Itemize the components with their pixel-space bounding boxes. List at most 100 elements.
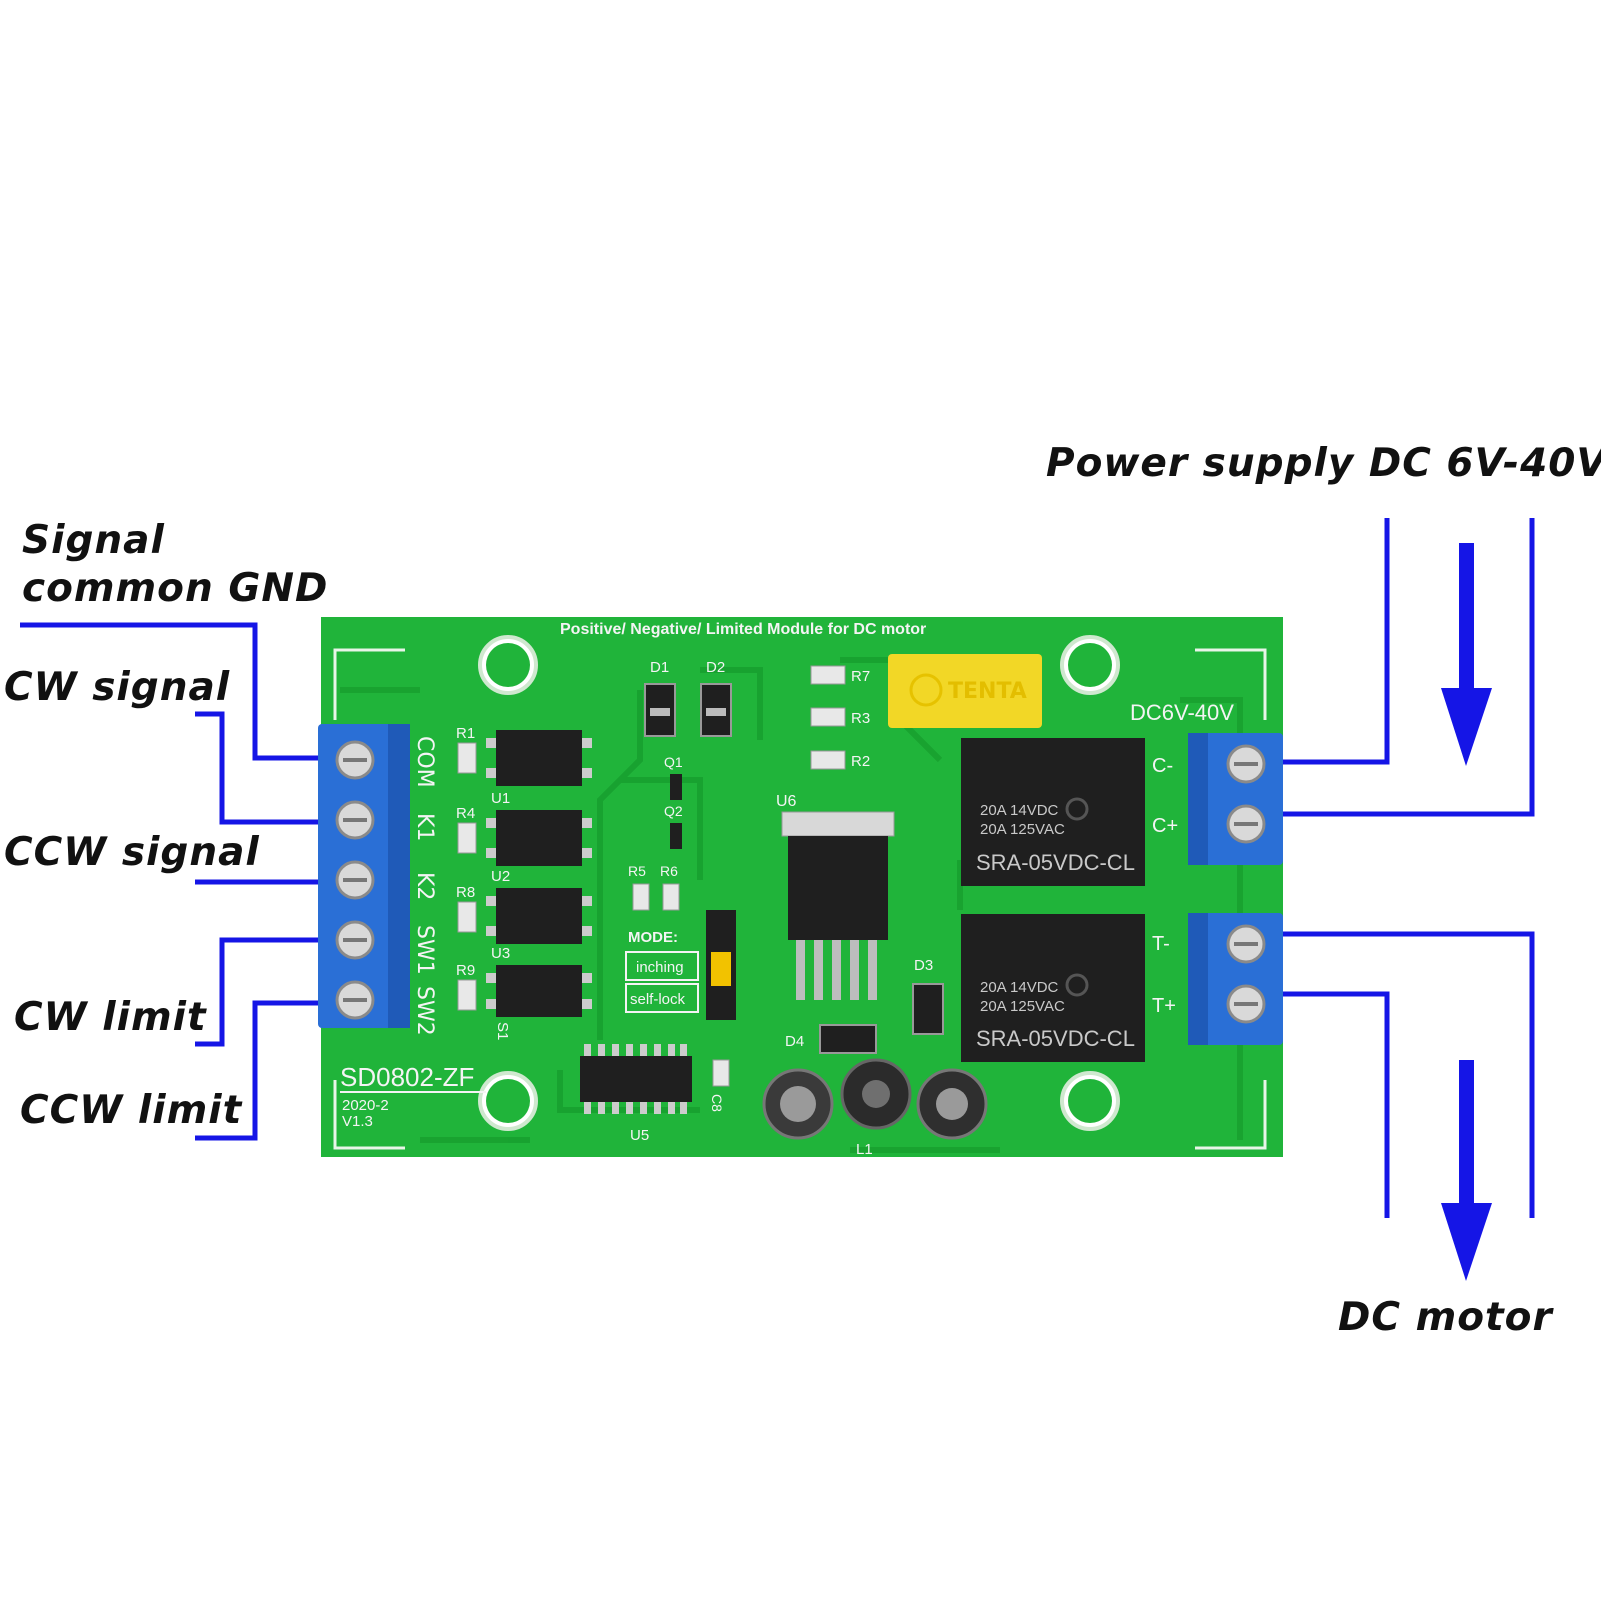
label-u5: U5	[630, 1127, 649, 1144]
capacitor-c8	[712, 1059, 730, 1087]
label-d2: D2	[706, 659, 725, 676]
label-d3: D3	[914, 957, 933, 974]
diode-d4	[819, 1024, 877, 1054]
flow-arrows	[1441, 543, 1492, 1281]
terminal-label-com: COM	[412, 736, 437, 788]
right-wires	[1283, 518, 1535, 1218]
label-u3: U3	[491, 945, 510, 962]
optocoupler-u2	[486, 810, 592, 866]
input-resistors: R1 R4 R8 R9	[456, 725, 477, 1011]
label-c8: C8	[709, 1094, 725, 1112]
label-r4: R4	[456, 805, 475, 822]
relay-bottom-rating2: 20A 125VAC	[980, 998, 1065, 1015]
board-identity: SD0802-ZF 2020-2 V1.3	[340, 1062, 486, 1130]
board-version: V1.3	[342, 1113, 373, 1130]
label-r7: R7	[851, 668, 870, 685]
wire-power-minus	[1283, 518, 1390, 765]
arrow-power-shaft	[1459, 543, 1474, 693]
label-ccw-limit: CCW limit	[20, 1088, 243, 1133]
resistors-r7-r3-r2: R7 R3 R2	[810, 665, 870, 770]
label-u6: U6	[776, 793, 797, 810]
motor-terminal-label-plus: T+	[1152, 995, 1176, 1017]
left-screws	[335, 740, 375, 1020]
terminal-label-sw1: SW1	[412, 925, 437, 975]
label-q2: Q2	[664, 803, 683, 819]
label-signal-gnd-line2: common GND	[22, 566, 328, 611]
silk-frame	[333, 648, 1267, 1150]
left-wires	[20, 622, 318, 1141]
optocouplers: U1 U2 U3 S1	[486, 730, 592, 1040]
label-r3: R3	[851, 710, 870, 727]
relay-bottom-rating1: 20A 14VDC	[980, 979, 1059, 996]
power-components: L1	[762, 1058, 988, 1158]
label-q1: Q1	[664, 754, 683, 770]
relay-top: 20A 14VDC 20A 125VAC SRA-05VDC-CL	[961, 738, 1145, 886]
regulator-u6: U6	[776, 793, 895, 1000]
label-d1: D1	[650, 659, 669, 676]
label-d4: D4	[785, 1033, 804, 1050]
film-capacitor: TENTA	[888, 654, 1042, 728]
label-s1: S1	[494, 1022, 511, 1040]
board-title: Positive/ Negative/ Limited Module for D…	[560, 621, 926, 638]
arrow-motor-shaft	[1459, 1060, 1474, 1210]
transistor-q2	[670, 823, 682, 849]
power-terminal-block	[1188, 733, 1283, 865]
label-r9: R9	[456, 962, 475, 979]
relays: 20A 14VDC 20A 125VAC SRA-05VDC-CL 20A 14…	[961, 738, 1145, 1062]
mounting-holes	[478, 635, 1120, 1131]
resistor-r4	[457, 822, 477, 854]
transistors: Q1 Q2	[664, 754, 683, 849]
transistor-q1	[670, 774, 682, 800]
wire-motor-plus	[1283, 991, 1390, 1218]
label-u2: U2	[491, 868, 510, 885]
label-signal-gnd-line1: Signal	[22, 518, 165, 563]
wire-power-plus	[1283, 518, 1535, 817]
label-l1: L1	[856, 1141, 873, 1158]
diodes-bottom: D3 D4	[785, 957, 944, 1054]
wire-k1	[195, 711, 318, 825]
power-terminal-label-minus: C-	[1152, 755, 1173, 777]
optocoupler-u3	[486, 888, 592, 944]
relay-top-rating2: 20A 125VAC	[980, 821, 1065, 838]
pcb-board: Positive/ Negative/ Limited Module for D…	[318, 617, 1283, 1158]
mode-label: MODE:	[628, 929, 678, 946]
mode-option-inching: inching	[636, 959, 684, 976]
terminal-label-k1: K1	[412, 813, 437, 841]
label-r5: R5	[628, 863, 646, 879]
left-terminal-labels: COM K1 K2 SW1 SW2	[412, 736, 437, 1036]
label-r2: R2	[851, 753, 870, 770]
diode-d3	[912, 983, 944, 1035]
resistor-r8	[457, 901, 477, 933]
arrow-down-motor-icon	[1441, 1203, 1492, 1281]
relay-bottom: 20A 14VDC 20A 125VAC SRA-05VDC-CL	[961, 914, 1145, 1062]
label-r8: R8	[456, 884, 475, 901]
board-date: 2020-2	[342, 1097, 389, 1114]
wire-com	[20, 622, 318, 761]
wire-sw1	[195, 937, 318, 1047]
board-model: SD0802-ZF	[340, 1062, 474, 1092]
resistors-r5-r6: R5 R6	[628, 863, 680, 911]
label-cw-signal: CW signal	[4, 665, 230, 710]
wire-motor-minus	[1283, 931, 1535, 1218]
motor-terminal-label-minus: T-	[1152, 933, 1170, 955]
board-voltage-label: DC6V-40V	[1130, 700, 1234, 725]
mode-option-self-lock: self-lock	[630, 991, 686, 1008]
mode-selector: MODE: inching self-lock	[625, 910, 736, 1020]
relay-top-model: SRA-05VDC-CL	[976, 850, 1135, 875]
resistor-r9	[457, 979, 477, 1011]
wire-sw2	[195, 1000, 318, 1141]
left-terminal-block: COM K1 K2 SW1 SW2	[318, 724, 437, 1036]
brand-logo-icon	[909, 673, 943, 707]
label-cw-limit: CW limit	[14, 995, 207, 1040]
label-power-supply: Power supply DC 6V-40V	[1046, 441, 1601, 486]
capacitor-brand: TENTA	[948, 679, 1027, 704]
terminal-label-sw2: SW2	[412, 986, 437, 1036]
ic-u5: U5 C8	[580, 1044, 730, 1144]
label-ccw-signal: CCW signal	[4, 830, 260, 875]
diodes-top: D1 D2	[644, 659, 732, 737]
optocoupler-u1	[486, 730, 592, 786]
label-r1: R1	[456, 725, 475, 742]
jumper-cap[interactable]	[711, 952, 731, 986]
